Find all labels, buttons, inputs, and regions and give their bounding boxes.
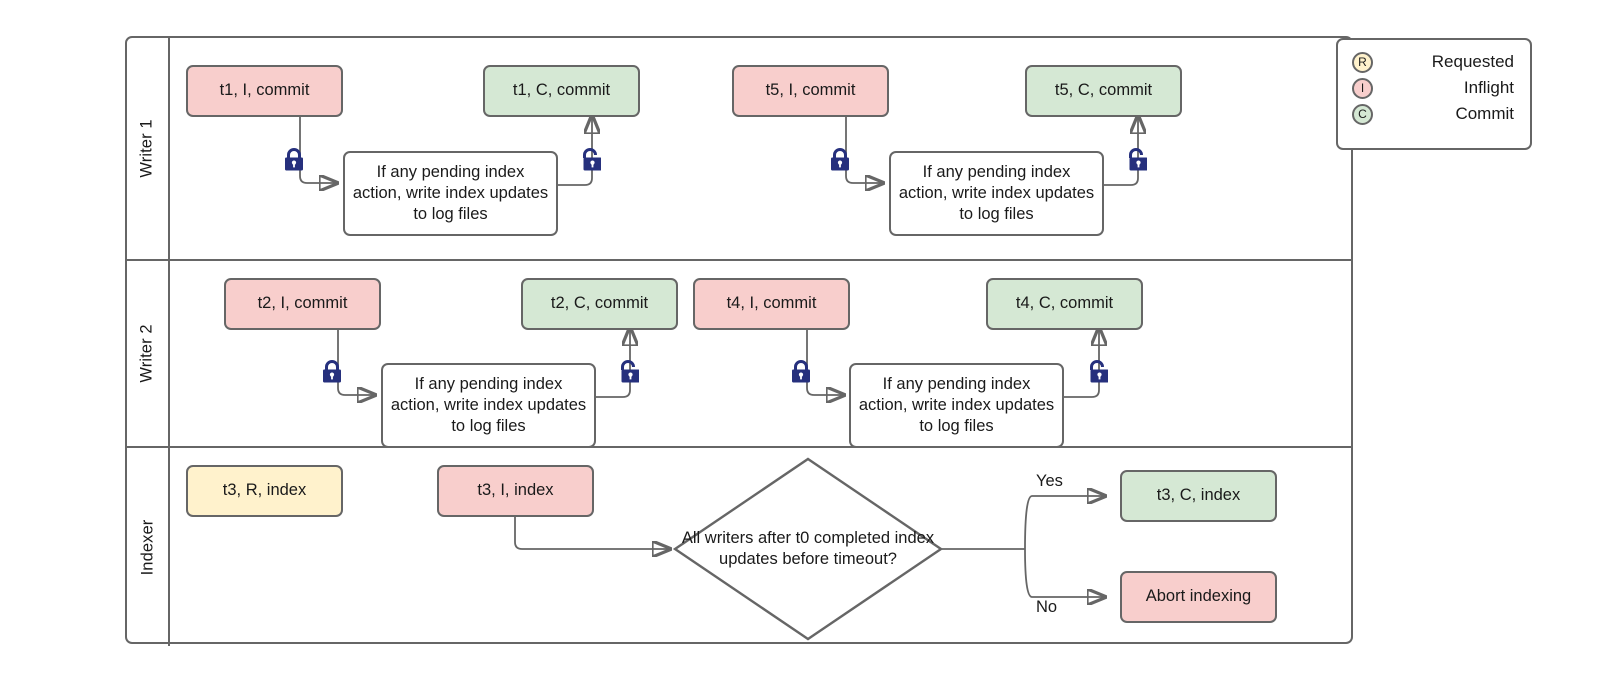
node-w2-process-a[interactable]: If any pending index action, write index… <box>381 363 596 448</box>
lock-closed-icon <box>790 360 812 384</box>
node-indexer-abort[interactable]: Abort indexing <box>1120 571 1277 623</box>
node-w1-t5-commit[interactable]: t5, C, commit <box>1025 65 1182 117</box>
legend-label-requested: Requested <box>1431 52 1514 71</box>
lane-label-indexer: Indexer <box>138 519 156 575</box>
node-w2-t4-commit[interactable]: t4, C, commit <box>986 278 1143 330</box>
node-w2-process-b[interactable]: If any pending index action, write index… <box>849 363 1064 448</box>
lane-header-writer-1: Writer 1 <box>127 38 170 259</box>
node-w1-t1-commit[interactable]: t1, C, commit <box>483 65 640 117</box>
node-indexer-t3-requested[interactable]: t3, R, index <box>186 465 343 517</box>
lane-header-writer-2: Writer 2 <box>127 261 170 446</box>
lock-open-icon <box>1125 148 1148 172</box>
node-indexer-t3-commit[interactable]: t3, C, index <box>1120 470 1277 522</box>
lock-open-icon <box>1086 360 1109 384</box>
node-indexer-decision[interactable]: All writers after t0 completed index upd… <box>672 456 944 642</box>
lane-body-writer-2: t2, I, commit t2, C, commit t4, I, commi… <box>170 261 1351 448</box>
node-w2-t4-inflight[interactable]: t4, I, commit <box>693 278 850 330</box>
state-requested-icon: R <box>1352 51 1373 73</box>
lane-writer-1: Writer 1 <box>127 38 1351 259</box>
legend-item-requested: R Requested <box>1352 49 1516 75</box>
decision-label: All writers after t0 completed index upd… <box>681 528 935 568</box>
lane-label-writer-2: Writer 2 <box>138 324 157 383</box>
lock-closed-icon <box>321 360 343 384</box>
legend-label-commit: Commit <box>1455 104 1514 123</box>
lane-header-indexer: Indexer <box>127 448 170 646</box>
state-commit-icon: C <box>1352 103 1373 125</box>
edge-label-no: No <box>1036 598 1058 616</box>
node-indexer-t3-inflight[interactable]: t3, I, index <box>437 465 594 517</box>
state-inflight-icon: I <box>1352 77 1373 99</box>
node-w1-t5-inflight[interactable]: t5, I, commit <box>732 65 889 117</box>
swimlane-pool: Writer 1 <box>125 36 1353 646</box>
lane-indexer: Indexer t3, R, index t3, I, index t3, C,… <box>127 446 1351 646</box>
lane-body-indexer: t3, R, index t3, I, index t3, C, index A… <box>170 448 1351 646</box>
node-w1-t1-inflight[interactable]: t1, I, commit <box>186 65 343 117</box>
node-w1-process-a[interactable]: If any pending index action, write index… <box>343 151 558 236</box>
lock-open-icon <box>579 148 602 172</box>
legend-panel: R Requested I Inflight C Commit <box>1336 38 1532 150</box>
lane-writer-2: Writer 2 t2, I, commit t2, C, commit t4,… <box>127 259 1351 448</box>
lock-closed-icon <box>829 148 851 172</box>
legend-item-inflight: I Inflight <box>1352 75 1516 101</box>
lock-open-icon <box>617 360 640 384</box>
node-w2-t2-commit[interactable]: t2, C, commit <box>521 278 678 330</box>
legend-label-inflight: Inflight <box>1463 78 1514 97</box>
edge-label-yes: Yes <box>1036 472 1063 490</box>
lane-label-writer-1: Writer 1 <box>138 119 157 178</box>
legend-item-commit: C Commit <box>1352 101 1516 127</box>
node-w2-t2-inflight[interactable]: t2, I, commit <box>224 278 381 330</box>
node-w1-process-b[interactable]: If any pending index action, write index… <box>889 151 1104 236</box>
lane-body-writer-1: t1, I, commit t1, C, commit t5, I, commi… <box>170 38 1351 259</box>
lock-closed-icon <box>283 148 305 172</box>
